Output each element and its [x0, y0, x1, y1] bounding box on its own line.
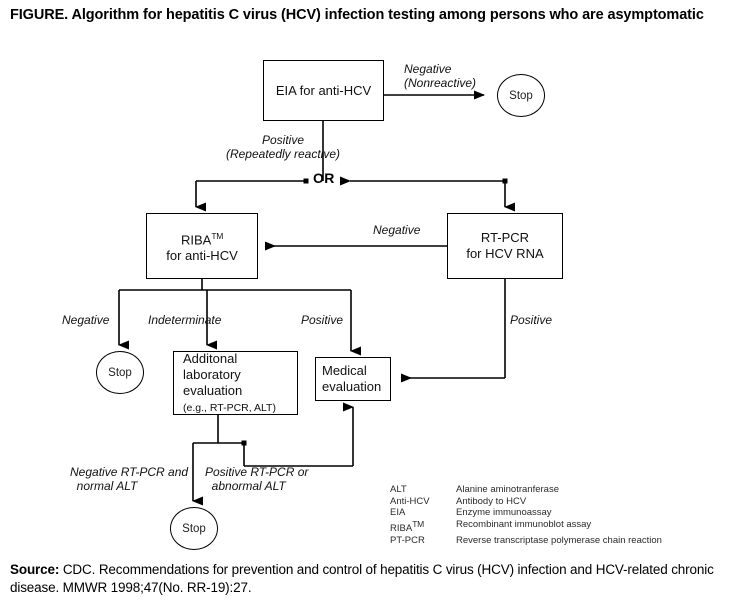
edge-label-positive-rtpcr: Positive	[510, 313, 553, 327]
legend-abbr-text: RIBA	[390, 522, 413, 534]
node-stop-negative-rtpcr-normal-alt[interactable]: Stop	[170, 507, 218, 550]
edge-label-negative-riba: Negative	[62, 313, 110, 327]
edge-label-line1: Positive	[261, 133, 305, 147]
edge-label-line1: Negative RT-PCR and	[70, 465, 189, 479]
legend-definition: Reverse transcriptase polymerase chain r…	[456, 534, 662, 546]
legend-abbr: RIBATM	[390, 519, 456, 535]
edge-label-line2: (Repeatedly reactive)	[225, 147, 341, 161]
edge-label-positive-repeatedly-reactive: Positive (Repeatedly reactive)	[203, 133, 363, 161]
node-stop-label: Stop	[182, 522, 206, 535]
figure-title: FIGURE. Algorithm for hepatitis C virus …	[10, 7, 704, 23]
node-medical-line1: Medical	[322, 363, 367, 378]
legend-row: PT-PCR Reverse transcriptase polymerase …	[390, 535, 662, 547]
edge-label-line2: abnormal ALT	[211, 479, 286, 493]
node-addlab-line4: (e.g., RT-PCR, ALT)	[183, 402, 276, 414]
legend-abbr: ALT	[390, 484, 407, 495]
edge-label-line1: Negative	[404, 62, 452, 76]
edge-label-line2: (Nonreactive)	[404, 76, 477, 90]
legend-abbr: EIA	[390, 507, 406, 519]
node-addlab-line3: evaluation	[183, 383, 243, 398]
edge-label-negative-rtpcr-to-riba: Negative	[373, 223, 421, 237]
edge-label-indeterminate-riba: Indeterminate	[148, 313, 222, 327]
trademark-superscript: TM	[412, 518, 424, 529]
node-stop-label: Stop	[509, 89, 533, 102]
node-stop-label: Stop	[108, 366, 132, 379]
node-eia-label: EIA for anti-HCV	[275, 82, 372, 98]
edge-label-positive-riba: Positive	[301, 313, 344, 327]
edge-label-or-junction: OR	[313, 170, 335, 186]
node-medical-line2: evaluation	[322, 379, 382, 394]
node-rtpcr-label-line1: RT-PCR	[480, 230, 530, 245]
legend-abbr: Anti-HCV	[390, 495, 430, 507]
legend-definition: Recombinant immunoblot assay	[456, 518, 592, 530]
legend-definition: Alanine aminotranferase	[456, 484, 559, 495]
node-stop-negative-riba[interactable]: Stop	[96, 351, 144, 394]
trademark-superscript: TM	[211, 230, 224, 241]
edge-label-line1: Positive RT-PCR or	[205, 465, 309, 479]
legend-row: EIA Enzyme immunoassay	[390, 507, 662, 519]
abbreviation-legend: ALT Alanine aminotranferase Anti-HCV Ant…	[390, 484, 662, 546]
legend-row: ALT Alanine aminotranferase	[390, 484, 662, 496]
node-additional-laboratory-evaluation[interactable]: Additonal laboratory evaluation (e.g., R…	[173, 351, 298, 415]
node-rt-pcr-for-hcv-rna[interactable]: RT-PCR for HCV RNA	[447, 213, 563, 279]
node-eia-for-anti-hcv[interactable]: EIA for anti-HCV	[263, 60, 384, 121]
node-riba-for-anti-hcv[interactable]: RIBATM for anti-HCV	[146, 213, 258, 279]
legend-definition: Enzyme immunoassay	[456, 507, 552, 519]
node-riba-label-line1: RIBA	[180, 232, 212, 248]
node-stop-negative-eia[interactable]: Stop	[497, 74, 545, 117]
edge-label-negative-nonreactive: Negative (Nonreactive)	[404, 62, 476, 90]
source-label: Source:	[10, 562, 60, 577]
edge-label-positive-rtpcr-abnormal-alt: Positive RT-PCR or abnormal ALT	[205, 465, 345, 493]
edge-label-line2: normal ALT	[76, 479, 138, 493]
legend-abbr: PT-PCR	[390, 534, 425, 546]
node-addlab-line1: Additonal	[183, 351, 238, 366]
source-note: Source: CDC. Recommendations for prevent…	[10, 561, 730, 597]
legend-row: RIBATM Recombinant immunoblot assay	[390, 519, 662, 535]
node-rtpcr-label-line2: for HCV RNA	[466, 246, 544, 261]
node-riba-label-line2: for anti-HCV	[166, 248, 238, 264]
legend-row: Anti-HCV Antibody to HCV	[390, 496, 662, 508]
legend-definition: Antibody to HCV	[456, 495, 527, 507]
node-addlab-line2: laboratory	[183, 367, 241, 382]
source-text: CDC. Recommendations for prevention and …	[10, 562, 714, 595]
node-medical-evaluation[interactable]: Medical evaluation	[315, 357, 391, 401]
edge-label-negative-rtpcr-normal-alt: Negative RT-PCR and normal ALT	[70, 465, 200, 493]
